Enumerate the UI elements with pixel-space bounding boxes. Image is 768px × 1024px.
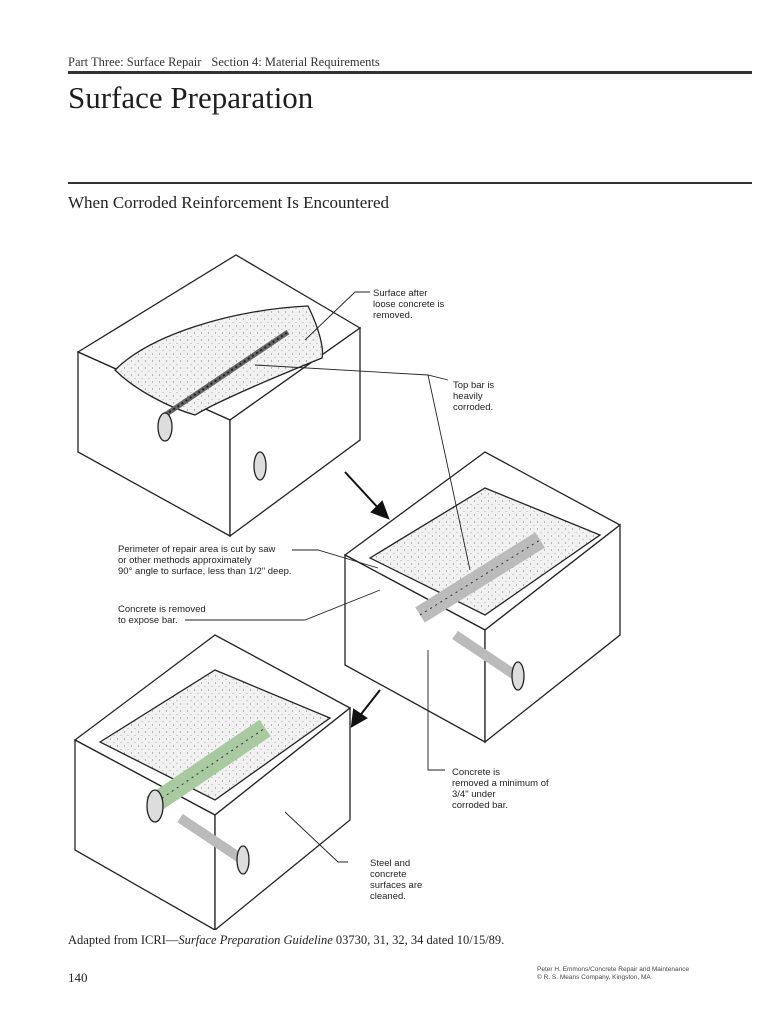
section-rule xyxy=(68,182,752,184)
publisher-imprint: Peter H. Emmons/Concrete Repair and Main… xyxy=(537,966,689,982)
block-one xyxy=(76,254,362,538)
block-three xyxy=(73,634,352,930)
arrow-one xyxy=(344,471,390,520)
caption-prefix: Adapted from ICRI— xyxy=(68,933,179,947)
callout-minimum-depth: Concrete is removed a minimum of 3/4" un… xyxy=(452,767,549,811)
imprint-line-1: Peter H. Emmons/Concrete Repair and Main… xyxy=(537,966,690,973)
caption-title: Surface Preparation Guideline xyxy=(178,933,333,947)
illustration-drawing xyxy=(73,254,622,930)
callout-surface-after: Surface after loose concrete is removed. xyxy=(373,288,445,321)
imprint-line-2: © R. S. Means Company, Kingston, MA xyxy=(537,974,651,981)
page-title: Surface Preparation xyxy=(68,80,314,115)
callout-perimeter: Perimeter of repair area is cut by saw o… xyxy=(118,544,292,577)
header-section: Section 4: Material Requirements xyxy=(211,55,380,69)
section-title: When Corroded Reinforcement Is Encounter… xyxy=(68,193,389,212)
callout-cleaned: Steel and concrete surfaces are cleaned. xyxy=(370,858,423,902)
arrow-two xyxy=(350,689,381,728)
repair-illustration: Surface after loose concrete is removed.… xyxy=(60,240,760,930)
header-part: Part Three: Surface Repair xyxy=(68,55,202,69)
figure-caption: Adapted from ICRI—Surface Preparation Gu… xyxy=(68,933,504,948)
page-number: 140 xyxy=(68,970,88,985)
header-rule xyxy=(68,71,752,74)
callout-top-bar: Top bar is heavily corroded. xyxy=(453,380,495,413)
caption-suffix: 03730, 31, 32, 34 dated 10/15/89. xyxy=(332,933,505,947)
callout-concrete-removed: Concrete is removed to expose bar. xyxy=(118,604,206,626)
leader-lines xyxy=(185,291,471,863)
block-two xyxy=(343,451,622,744)
running-header: Part Three: Surface Repair Section 4: Mat… xyxy=(68,55,380,70)
